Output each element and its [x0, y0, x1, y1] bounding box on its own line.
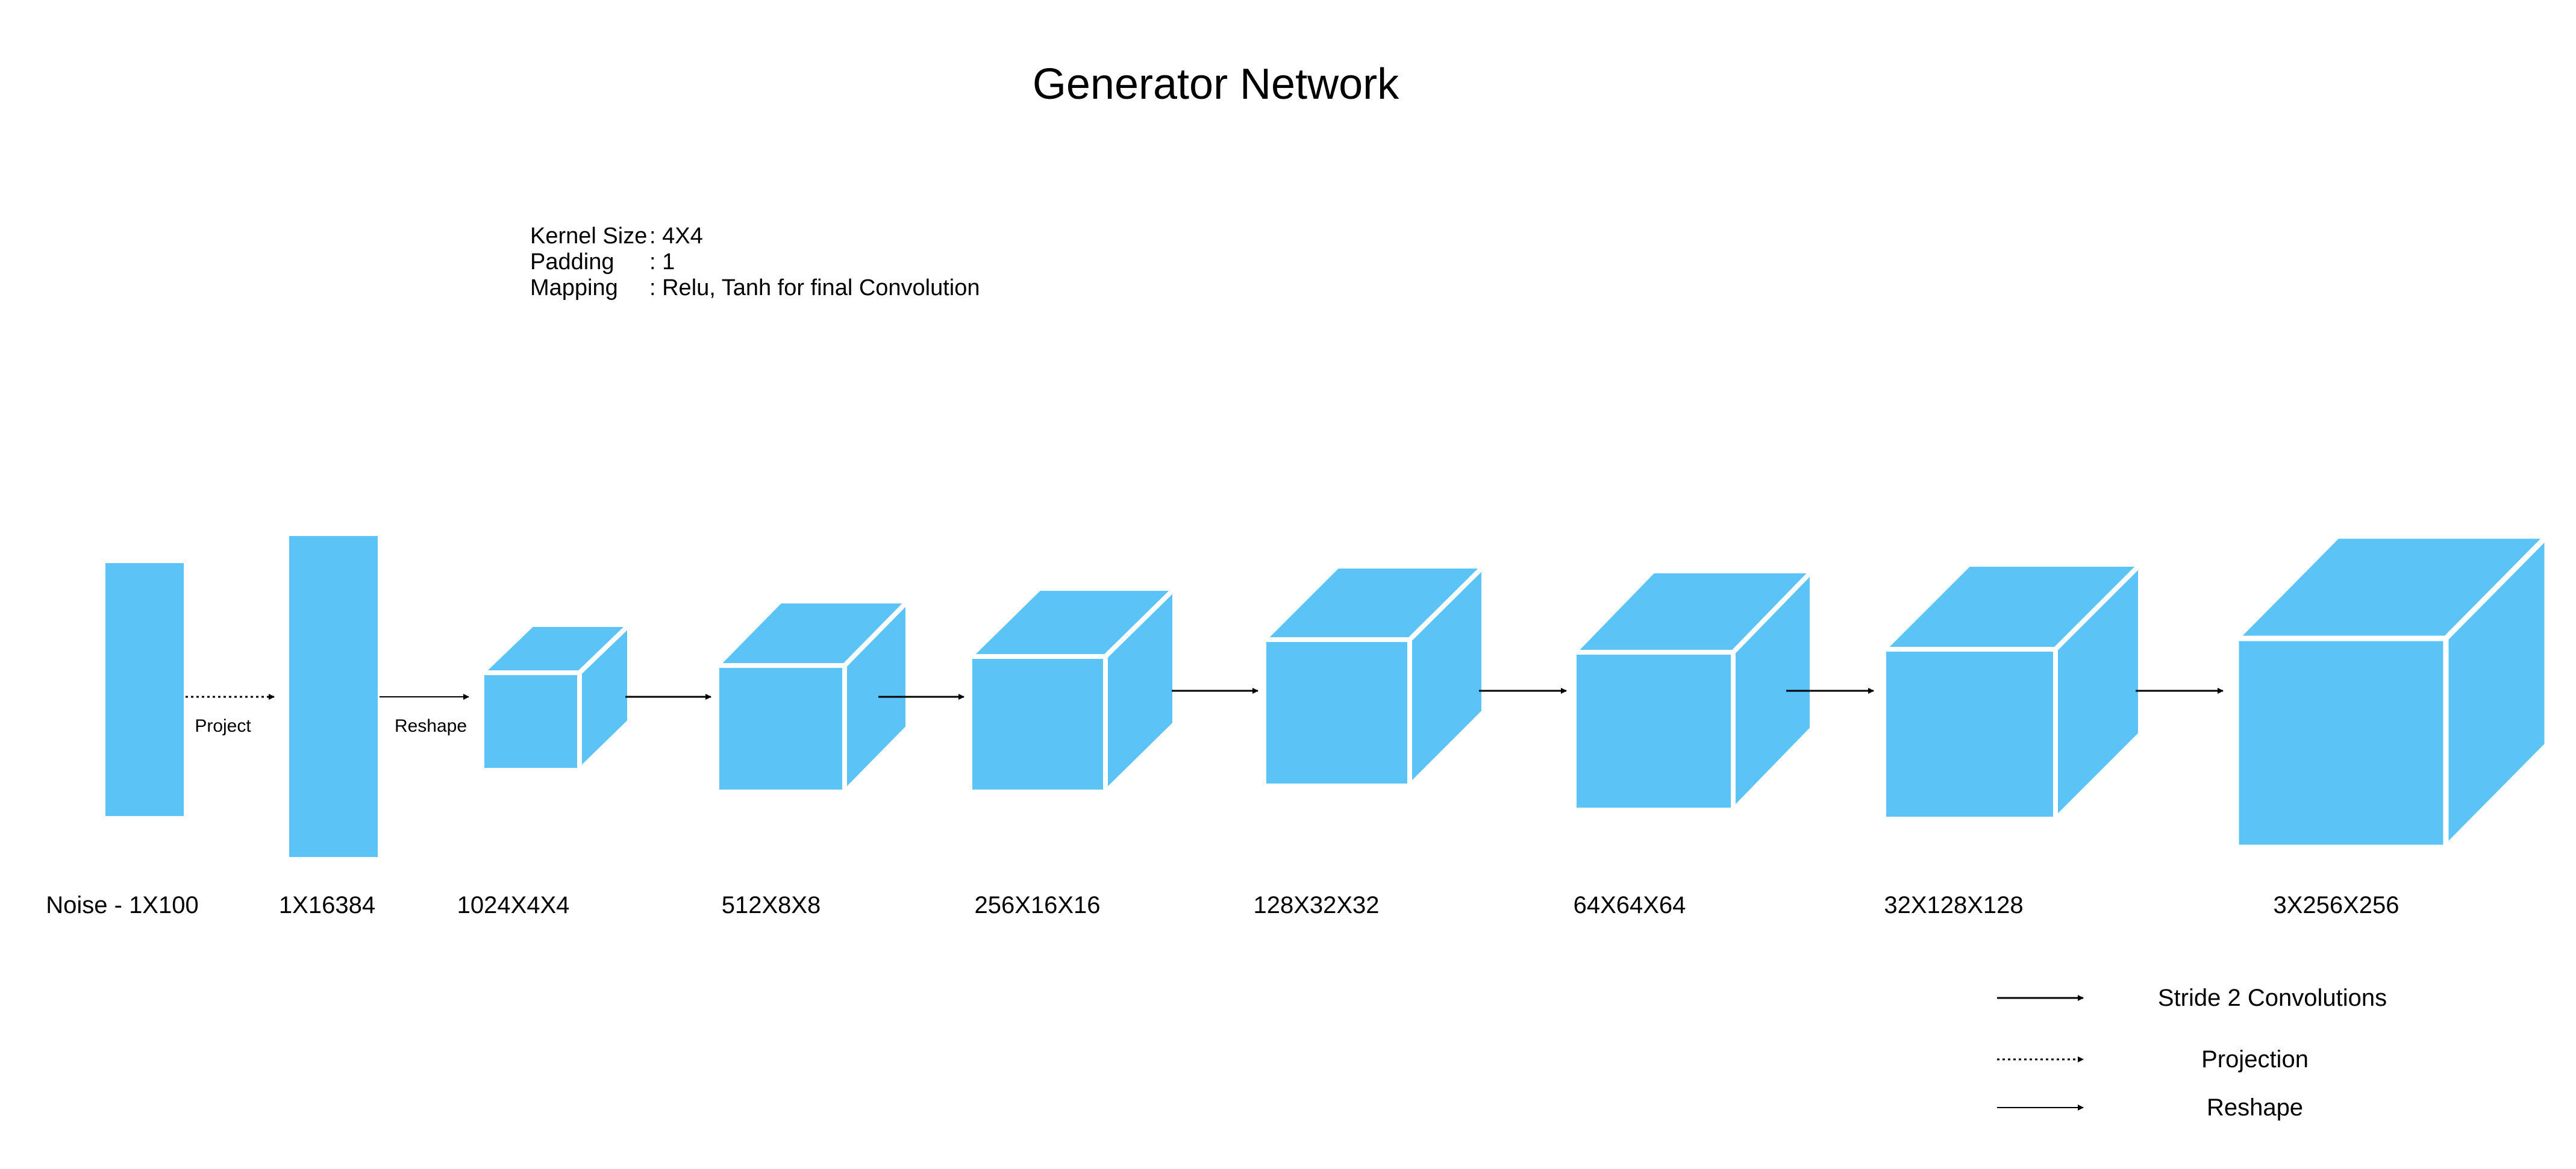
cube-3x256x256 — [2230, 529, 2554, 854]
reshape-edge-label: Reshape — [395, 716, 467, 736]
label-3x256x256: 3X256X256 — [2273, 892, 2399, 918]
cube-1024x4x4-front — [480, 670, 582, 773]
legend-reshape-label: Reshape — [2207, 1094, 2303, 1121]
project-edge-label: Project — [195, 716, 251, 736]
cube-128x32x32-front — [1261, 637, 1412, 788]
parameters-block: Kernel Size : 4X4 Padding : 1 Mapping : … — [530, 223, 980, 301]
mapping-label: Mapping — [530, 275, 618, 301]
label-1x16384: 1X16384 — [279, 892, 375, 918]
legend-stride-label: Stride 2 Convolutions — [2158, 985, 2387, 1011]
cube-1024x4x4 — [476, 619, 636, 776]
cube-512x8x8 — [711, 595, 914, 798]
cube-256x16x16 — [964, 582, 1181, 798]
label-noise: Noise - 1X100 — [46, 892, 198, 918]
cube-32x128x128-front — [1881, 647, 2058, 821]
noise-vector-block — [105, 563, 184, 816]
label-64x64x64: 64X64X64 — [1574, 892, 1686, 918]
label-32x128x128: 32X128X128 — [1884, 892, 2023, 918]
label-128x32x32: 128X32X32 — [1253, 892, 1379, 918]
label-512x8x8: 512X8X8 — [722, 892, 821, 918]
cube-3x256x256-front — [2233, 635, 2449, 850]
label-1024x4x4: 1024X4X4 — [457, 892, 570, 918]
cube-64x64x64-front — [1572, 650, 1736, 812]
kernel-size-label: Kernel Size — [530, 223, 647, 249]
diagram-title: Generator Network — [1033, 60, 1399, 108]
cube-64x64x64 — [1568, 565, 1818, 816]
padding-value: : 1 — [649, 249, 675, 275]
legend: Stride 2 Convolutions Projection Reshape — [1997, 985, 2387, 1121]
cube-256x16x16-front — [968, 654, 1108, 794]
cube-32x128x128 — [1878, 558, 2146, 825]
label-256x16x16: 256X16X16 — [974, 892, 1100, 918]
padding-label: Padding — [530, 249, 614, 275]
kernel-size-value: : 4X4 — [649, 223, 703, 249]
cube-512x8x8-front — [714, 663, 847, 794]
cube-128x32x32 — [1258, 560, 1490, 792]
mapping-value: : Relu, Tanh for final Convolution — [649, 275, 980, 301]
legend-projection-label: Projection — [2201, 1046, 2309, 1073]
projected-vector-block — [289, 536, 378, 857]
